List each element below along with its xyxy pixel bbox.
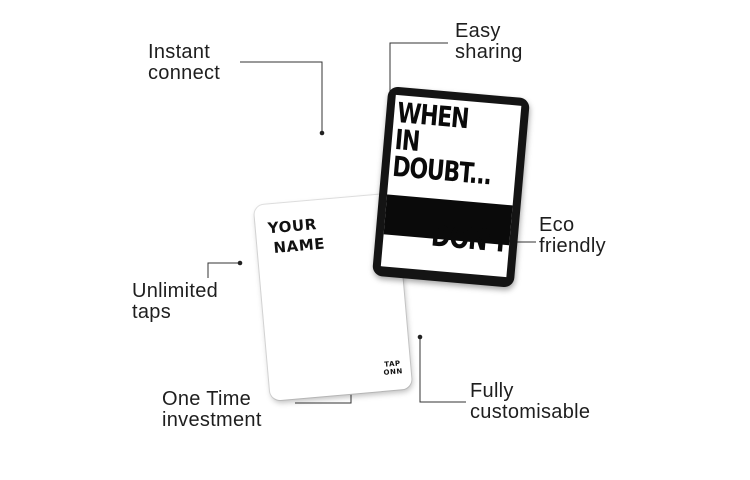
card-print-area: WHEN IN DOUBT... DON'T xyxy=(380,94,522,278)
label-eco-friendly: Eco friendly xyxy=(539,214,606,257)
card-slogan: WHEN IN DOUBT... xyxy=(391,96,493,192)
label-instant-connect: Instant connect xyxy=(148,41,221,84)
label-one-time-investment: One Time investment xyxy=(162,388,262,431)
brand-logo: TAP ONN xyxy=(383,359,404,377)
card-slogan-end: DON'T xyxy=(429,218,509,261)
connector-dot xyxy=(237,260,243,266)
connector-dot xyxy=(319,130,325,136)
label-fully-customisable: Fully customisable xyxy=(470,380,591,423)
connector-fully-customisable xyxy=(419,338,466,403)
connector-unlimited-taps xyxy=(207,262,240,278)
label-unlimited-taps: Unlimited taps xyxy=(132,280,219,323)
black-card: WHEN IN DOUBT... DON'T xyxy=(371,86,531,288)
label-easy-sharing: Easy sharing xyxy=(455,20,523,63)
connector-instant-connect xyxy=(240,61,323,132)
card-name-text: YOUR NAME xyxy=(266,215,326,257)
connector-dot xyxy=(417,334,423,340)
